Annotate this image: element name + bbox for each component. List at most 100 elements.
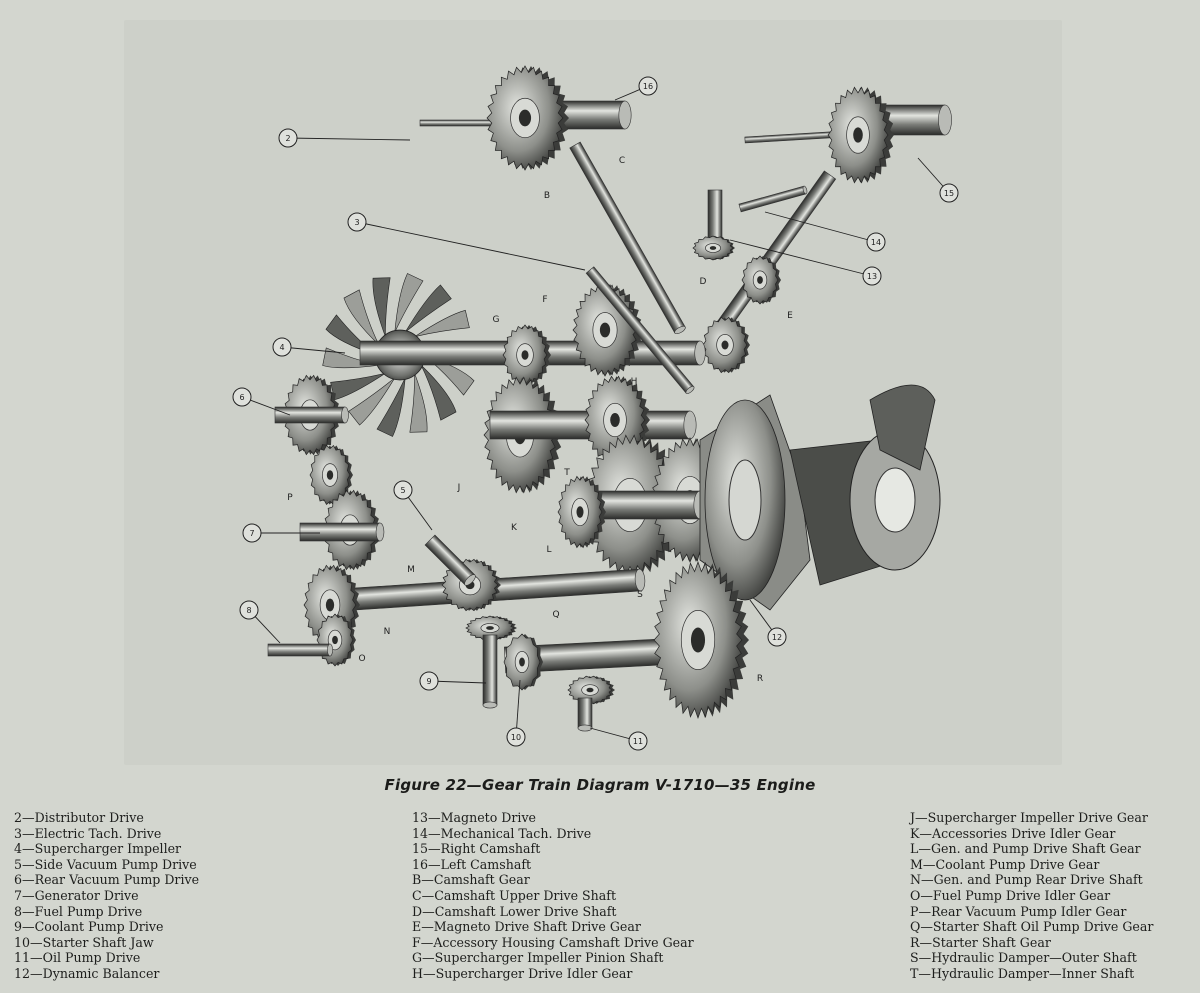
callout-leader xyxy=(287,137,411,141)
callout-circle xyxy=(767,627,787,647)
callout-label: 15 xyxy=(944,189,954,198)
callout-circle xyxy=(506,727,526,747)
callout-leader xyxy=(281,346,346,354)
callout-leader xyxy=(515,679,521,738)
callout-label: 7 xyxy=(249,529,254,538)
accessories-drive-idler-gear xyxy=(557,475,606,549)
legend-item: H—Supercharger Drive Idler Gear xyxy=(412,965,633,981)
callout-label: 14 xyxy=(871,238,881,247)
rear-vacuum-pump-drive-shaft xyxy=(274,406,349,424)
starter-shaft-jaw xyxy=(503,633,543,691)
camshaft-gear-right xyxy=(827,86,894,184)
legend-item: L—Gen. and Pump Drive Shaft Gear xyxy=(910,841,1141,857)
legend-item: O—Fuel Pump Drive Idler Gear xyxy=(910,887,1111,903)
legend-item: E—Magneto Drive Shaft Drive Gear xyxy=(412,919,641,935)
part-letter-label: B xyxy=(544,191,550,201)
callout-circle xyxy=(866,232,886,252)
legend-item: 16—Left Camshaft xyxy=(412,856,532,872)
coolant-pump-bevel xyxy=(465,615,517,641)
callout-leader xyxy=(729,239,873,277)
legend-item: Q—Starter Shaft Oil Pump Drive Gear xyxy=(910,919,1154,935)
callout-label: 4 xyxy=(279,343,284,352)
part-letter-label: R xyxy=(757,674,763,684)
part-letter-label: F xyxy=(542,295,547,305)
legend-item: 12—Dynamic Balancer xyxy=(14,965,160,981)
callout-label: 8 xyxy=(246,606,251,615)
part-letter-label: J xyxy=(457,483,461,493)
legend-item: 14—Mechanical Tach. Drive xyxy=(412,825,592,841)
starter-shaft-gear xyxy=(653,560,749,720)
legend-item: G—Supercharger Impeller Pinion Shaft xyxy=(412,950,664,966)
legend-item: P—Rear Vacuum Pump Idler Gear xyxy=(910,903,1127,919)
callout-label: 10 xyxy=(511,733,521,742)
callout-circle xyxy=(242,523,262,543)
legend-item: 3—Electric Tach. Drive xyxy=(14,825,162,841)
part-letter-label: K xyxy=(511,523,518,533)
callout-leader xyxy=(428,680,487,684)
callout-label: 3 xyxy=(354,218,359,227)
callout-circle xyxy=(347,212,367,232)
part-letter-label: L xyxy=(546,545,551,555)
fuel-pump-drive-shaft xyxy=(267,643,333,657)
legend-item: B—Camshaft Gear xyxy=(412,872,530,888)
figure-caption: Figure 22—Gear Train Diagram V-1710—35 E… xyxy=(384,776,816,794)
legend-item: 5—Side Vacuum Pump Drive xyxy=(14,856,197,872)
legend-item: D—Camshaft Lower Drive Shaft xyxy=(412,903,617,919)
callout-circle xyxy=(239,600,259,620)
magneto-drive-shaft-drive-gear xyxy=(741,255,781,305)
legend-item: M—Coolant Pump Drive Gear xyxy=(910,856,1100,872)
starter-shaft-oil-pump-drive-gear xyxy=(567,675,615,705)
legend-item: 9—Coolant Pump Drive xyxy=(14,919,164,935)
part-letter-label: C xyxy=(619,156,625,166)
callout-circle xyxy=(638,76,658,96)
callout-circle xyxy=(419,671,439,691)
callout-circle xyxy=(939,183,959,203)
legend-item: 8—Fuel Pump Drive xyxy=(14,903,143,919)
callout-label: 12 xyxy=(772,633,782,642)
side-vacuum-pump-drive-shaft xyxy=(424,534,476,586)
callout-label: 11 xyxy=(633,737,643,746)
legend-item: 15—Right Camshaft xyxy=(412,841,541,857)
part-letter-label: H xyxy=(631,377,638,387)
legend-item: 4—Supercharger Impeller xyxy=(14,841,182,857)
oil-pump-drive-shaft xyxy=(577,697,593,732)
legend-item: 7—Generator Drive xyxy=(14,887,139,903)
legend-item: F—Accessory Housing Camshaft Drive Gear xyxy=(412,934,694,950)
camshaft-drive-bevel xyxy=(702,316,750,374)
mechanical-tach-drive-shaft xyxy=(738,185,808,213)
legend-item: 11—Oil Pump Drive xyxy=(14,950,141,966)
legend-item: 2—Distributor Drive xyxy=(14,810,144,825)
part-letter-label: S xyxy=(637,590,643,600)
legend-item: C—Camshaft Upper Drive Shaft xyxy=(412,887,617,903)
part-letter-label: D xyxy=(700,277,707,287)
callout-label: 5 xyxy=(400,486,405,495)
part-letter-label: P xyxy=(287,493,293,503)
callout-leader xyxy=(356,221,586,271)
part-letter-label: G xyxy=(493,315,500,325)
callout-circle xyxy=(278,128,298,148)
callout-label: 6 xyxy=(239,393,244,402)
callout-circle xyxy=(628,731,648,751)
generator-drive-shaft xyxy=(299,522,385,542)
part-letter-label: Q xyxy=(552,610,559,620)
fuel-pump-drive-idler-gear xyxy=(316,613,356,667)
legend-item: N—Gen. and Pump Rear Drive Shaft xyxy=(910,872,1143,888)
camshaft-gear-left xyxy=(486,65,569,171)
callout-circle xyxy=(862,266,882,286)
legend-item: 6—Rear Vacuum Pump Drive xyxy=(14,872,200,888)
callout-circle xyxy=(232,387,252,407)
camshaft-upper-drive-shaft xyxy=(569,141,686,335)
electric-tach-drive-shaft xyxy=(585,266,695,394)
part-letter-label: T xyxy=(563,468,570,478)
coolant-pump-drive-shaft xyxy=(482,634,498,709)
magneto-drive-gear xyxy=(692,235,735,261)
callout-label: 16 xyxy=(643,82,653,91)
rear-vacuum-pump-idler-gear xyxy=(309,444,353,506)
legend-item: 13—Magneto Drive xyxy=(412,810,537,825)
part-letter-label: M xyxy=(407,565,415,575)
